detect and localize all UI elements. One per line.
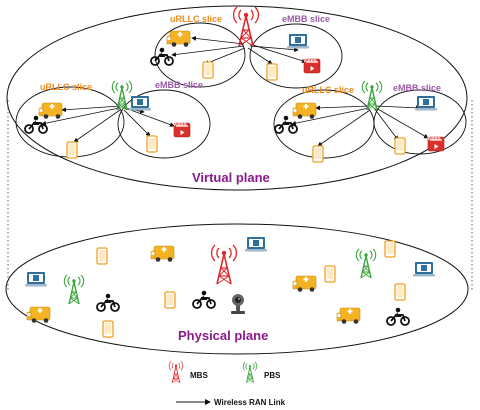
monitor-icon: [415, 96, 437, 111]
legend-pbs-label: PBS: [264, 371, 281, 380]
tablet-icon: [66, 141, 78, 159]
motorbike-icon: [274, 114, 298, 134]
slice-label-urllc-left: uRLLC slice: [40, 82, 92, 92]
monitor-icon: [287, 34, 309, 49]
monitor-icon: [245, 237, 267, 252]
tablet-icon: [394, 137, 406, 155]
legend: MBS PBS Wireless RAN Link: [168, 360, 286, 407]
tablet-icon: [102, 320, 114, 338]
tablet-icon: [146, 135, 158, 153]
physical-plane-label: Physical plane: [178, 328, 268, 343]
links-right-cluster: [291, 105, 429, 147]
ambulance-icon: [38, 102, 63, 120]
slice-label-embb-right: eMBB slice: [393, 83, 441, 93]
ambulance-icon: [166, 30, 191, 48]
mbs-tower-icon: [232, 6, 260, 47]
urllc-slice-ellipse-top: [154, 22, 246, 88]
monitor-icon: [413, 262, 435, 277]
slice-label-urllc-right: uRLLC slice: [302, 85, 354, 95]
embb-slice-ellipse-left: [117, 89, 211, 159]
legend-link-label: Wireless RAN Link: [214, 398, 286, 407]
links-left-cluster: [41, 105, 175, 143]
tablet-icon: [96, 247, 108, 265]
pbs-tower-icon: [355, 248, 377, 279]
tablet-icon: [394, 283, 406, 301]
tablet-icon: [312, 145, 324, 163]
ambulance-icon: [292, 275, 317, 293]
slice-label-urllc-top: uRLLC slice: [170, 14, 222, 24]
slice-label-embb-top: eMBB slice: [282, 14, 330, 24]
virtual-plane-ellipse: [6, 5, 468, 191]
legend-pbs-icon: [242, 361, 258, 383]
ambulance-icon: [150, 245, 175, 263]
ambulance-icon: [26, 306, 51, 324]
video-label-left: Video: [173, 122, 187, 128]
physical-plane-ellipse: [5, 223, 469, 355]
pbs-tower-icon: [111, 80, 133, 111]
slice-label-embb-left: eMBB slice: [155, 80, 203, 90]
tablet-icon: [266, 63, 278, 81]
pbs-tower-icon: [361, 80, 383, 111]
pbs-tower-icon: [63, 274, 85, 305]
motorbike-icon: [96, 292, 120, 312]
virtual-plane-label: Virtual plane: [192, 170, 270, 185]
legend-mbs-icon: [168, 360, 184, 384]
motorbike-icon: [192, 289, 216, 309]
monitor-icon: [129, 96, 151, 111]
camera-icon: [231, 294, 245, 314]
legend-mbs-label: MBS: [190, 371, 208, 380]
monitor-icon: [25, 272, 47, 287]
tablet-icon: [164, 291, 176, 309]
mbs-tower-icon: [210, 244, 238, 285]
motorbike-icon: [150, 46, 174, 66]
video-label-top: Video: [303, 58, 317, 64]
tablet-icon: [324, 265, 336, 283]
ambulance-icon: [336, 307, 361, 325]
motorbike-icon: [386, 306, 410, 326]
motorbike-icon: [24, 114, 48, 134]
embb-slice-ellipse-top: [249, 23, 343, 89]
embb-slice-ellipse-right: [373, 89, 467, 155]
tablet-icon: [384, 240, 396, 258]
ambulance-icon: [292, 102, 317, 120]
tablet-icon: [202, 61, 214, 79]
links-top-cluster: [171, 36, 307, 65]
video-label-right: Video: [427, 136, 441, 142]
